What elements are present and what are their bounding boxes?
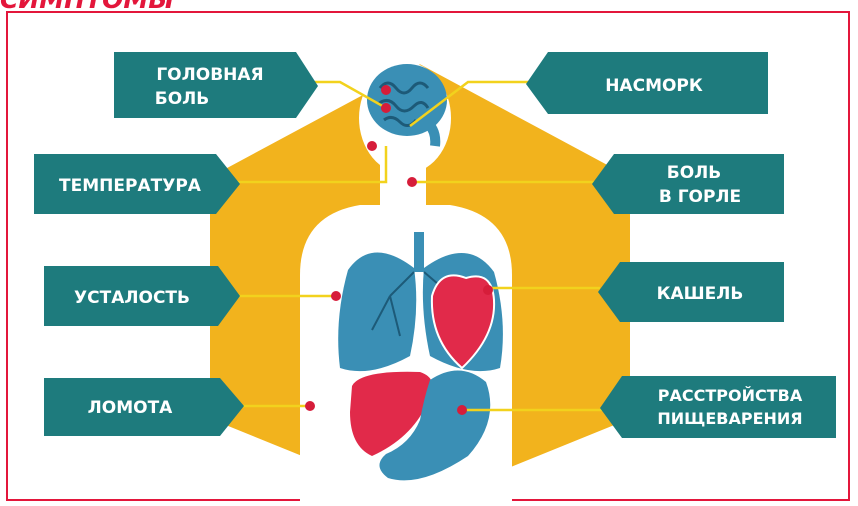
label-runny-nose-text: НАСМОРК xyxy=(605,76,703,96)
marker-dot xyxy=(483,285,493,295)
label-cough-text: КАШЕЛЬ xyxy=(657,284,744,304)
label-aches: ЛОМОТА xyxy=(44,378,244,436)
label-fatigue-text: УСТАЛОСТЬ xyxy=(74,288,190,308)
label-runny-nose: НАСМОРК xyxy=(526,52,768,114)
marker-dot xyxy=(457,405,467,415)
label-digestion: РАССТРОЙСТВА ПИЩЕВАРЕНИЯ xyxy=(600,376,836,438)
label-digestion-line1: РАССТРОЙСТВА xyxy=(658,386,803,405)
label-digestion-line2: ПИЩЕВАРЕНИЯ xyxy=(657,409,802,428)
marker-dot xyxy=(367,141,377,151)
label-sore-throat: БОЛЬ В ГОРЛЕ xyxy=(592,154,784,214)
label-temperature: ТЕМПЕРАТУРА xyxy=(34,154,240,214)
marker-dot xyxy=(381,85,391,95)
label-aches-text: ЛОМОТА xyxy=(88,398,174,418)
label-headache-line2: БОЛЬ xyxy=(155,89,210,109)
label-fatigue: УСТАЛОСТЬ xyxy=(44,266,240,326)
label-sore-throat-line2: В ГОРЛЕ xyxy=(659,187,741,207)
label-temperature-text: ТЕМПЕРАТУРА xyxy=(59,176,202,196)
marker-dot xyxy=(407,177,417,187)
page-title: СИМПТОМЫ xyxy=(0,0,174,13)
label-headache: ГОЛОВНАЯ БОЛЬ xyxy=(114,52,318,118)
marker-dot xyxy=(305,401,315,411)
marker-dot xyxy=(381,103,391,113)
label-headache-line1: ГОЛОВНАЯ xyxy=(156,65,263,85)
label-cough: КАШЕЛЬ xyxy=(598,262,784,322)
marker-dot xyxy=(331,291,341,301)
label-sore-throat-line1: БОЛЬ xyxy=(667,163,722,183)
